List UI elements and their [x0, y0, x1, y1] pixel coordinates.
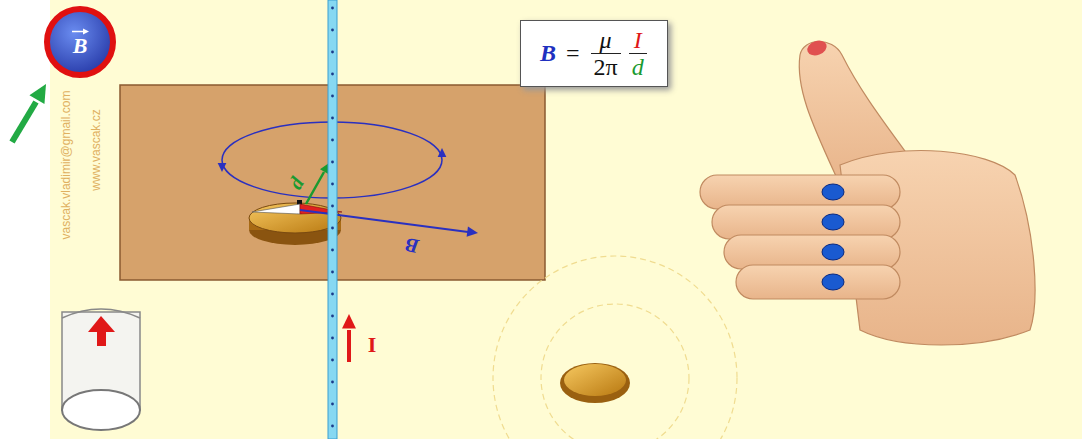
compass-top: [249, 203, 341, 233]
vector-arrow-head: [83, 28, 89, 34]
charge-dot: [331, 95, 334, 98]
charge-dot: [331, 73, 334, 76]
cylinder-arrowhead: [88, 316, 115, 332]
constant-fraction: μ2π: [591, 27, 621, 80]
vector-arrow: [70, 28, 90, 35]
button-symbol: B: [73, 35, 88, 57]
cylinder-bottom: [62, 390, 140, 430]
charge-dot: [331, 7, 334, 10]
finger-nail: [822, 244, 844, 260]
charge-dot: [331, 161, 334, 164]
dashed-circle: [541, 304, 689, 439]
charge-dot: [331, 315, 334, 318]
field-vector-head: [467, 226, 478, 236]
pointer-arrow: [12, 102, 36, 142]
thumb-nail: [805, 38, 829, 58]
charge-dot: [331, 227, 334, 230]
charge-dot: [331, 381, 334, 384]
right-hand: [700, 38, 1035, 345]
wire: [328, 0, 337, 439]
field-symbol: B: [537, 40, 559, 67]
formula-box: B= μ2π Id: [520, 20, 668, 87]
finger-nail: [822, 184, 844, 200]
numerator: μ: [591, 27, 621, 54]
current-arrowhead: [342, 314, 356, 328]
charge-dot: [331, 425, 334, 428]
charge-dot: [331, 359, 334, 362]
compass-small-top: [564, 364, 626, 396]
current-label: I: [368, 334, 377, 356]
finger: [712, 205, 900, 239]
finger: [724, 235, 900, 269]
charge-dot: [331, 51, 334, 54]
denominator: d: [629, 54, 647, 80]
field-button: B: [44, 6, 116, 78]
denominator: 2π: [591, 54, 621, 80]
charge-dot: [331, 249, 334, 252]
field-vector: [300, 210, 468, 232]
charge-dot: [331, 139, 334, 142]
charge-dot: [331, 293, 334, 296]
field-arrowhead: [438, 148, 447, 157]
vector-arrow-line: [72, 30, 84, 32]
numerator: I: [629, 27, 647, 54]
charge-dot: [331, 183, 334, 186]
watermark: www.vascak.cz: [90, 109, 102, 190]
finger-nail: [822, 274, 844, 290]
compass-small: [560, 363, 630, 403]
charge-dot: [331, 29, 334, 32]
finger: [736, 265, 900, 299]
field-arrowhead: [218, 163, 227, 172]
finger-nail: [822, 214, 844, 230]
charge-dot: [331, 403, 334, 406]
cylinder-arrow-shaft: [97, 330, 106, 346]
dashed-circle: [493, 256, 737, 439]
charge-dot: [331, 205, 334, 208]
current-arrow: [347, 330, 351, 362]
ratio-fraction: Id: [629, 27, 647, 80]
needle-south: [252, 204, 300, 214]
equals-sign: =: [563, 40, 583, 67]
charge-dot: [331, 337, 334, 340]
charge-dot: [331, 271, 334, 274]
left-margin: [0, 0, 50, 439]
charge-dot: [331, 117, 334, 120]
watermark: vascak.vladimir@gmail.com: [60, 91, 72, 240]
pointer-arrowhead: [29, 84, 46, 104]
finger: [700, 175, 900, 209]
distance-arrow: [306, 172, 324, 204]
